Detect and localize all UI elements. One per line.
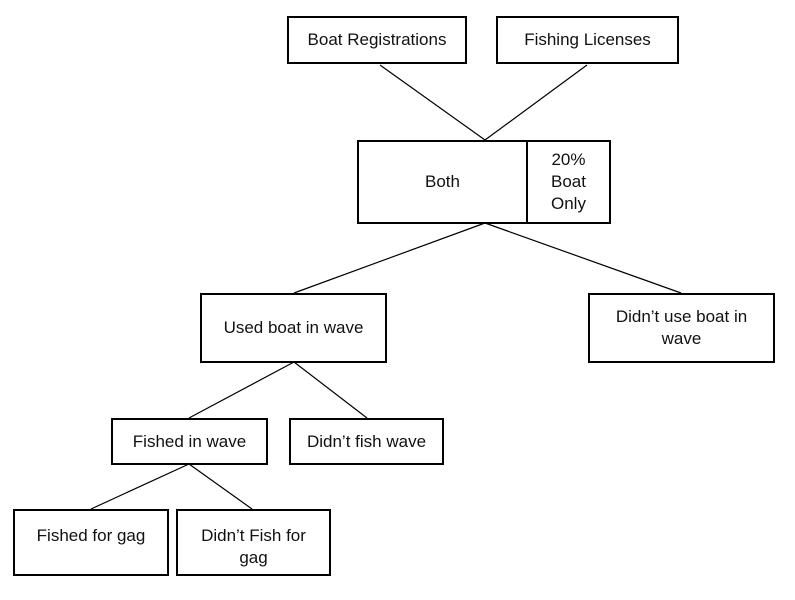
node-used-boat-in-wave-label: Used boat in wave [223,318,364,337]
node-both-section: Both [359,142,526,222]
node-fished-for-gag-label: Fished for gag [36,526,146,545]
node-fished-in-wave: Fished in wave [111,418,268,465]
node-both: Both 20% Boat Only [357,140,611,224]
node-boat-only-section: 20% Boat Only [526,142,609,222]
node-didnt-fish-for-gag-label: Didn’t Fish for gag [201,526,306,567]
connector-fished-to-gag [90,463,190,510]
connector-used-boat-to-didnt-fish [293,361,368,419]
node-didnt-fish-wave-label: Didn’t fish wave [306,431,427,451]
node-didnt-fish-wave: Didn’t fish wave [289,418,444,465]
node-used-boat-in-wave: Used boat in wave [200,293,387,363]
node-didnt-use-boat-in-wave: Didn’t use boat in wave [588,293,775,363]
node-boat-registrations-label: Boat Registrations [307,30,447,49]
connector-licenses-to-both [484,64,588,141]
node-both-label: Both [425,172,460,191]
node-didnt-fish-for-gag: Didn’t Fish for gag [176,509,331,576]
connector-fished-to-didnt-gag [188,463,253,510]
connector-registrations-to-both [379,64,486,141]
node-fishing-licenses-label: Fishing Licenses [524,30,651,49]
node-didnt-use-boat-in-wave-label: Didn’t use boat in wave [615,307,748,348]
connector-both-to-didnt-use-boat [484,222,682,294]
connector-used-boat-to-fished [188,361,295,419]
node-fished-for-gag: Fished for gag [13,509,169,576]
node-fished-in-wave-label: Fished in wave [132,431,247,451]
node-fishing-licenses: Fishing Licenses [496,16,679,64]
connector-both-to-used-boat [293,222,486,294]
node-boat-only-label: 20% Boat Only [551,150,586,213]
node-boat-registrations: Boat Registrations [287,16,467,64]
